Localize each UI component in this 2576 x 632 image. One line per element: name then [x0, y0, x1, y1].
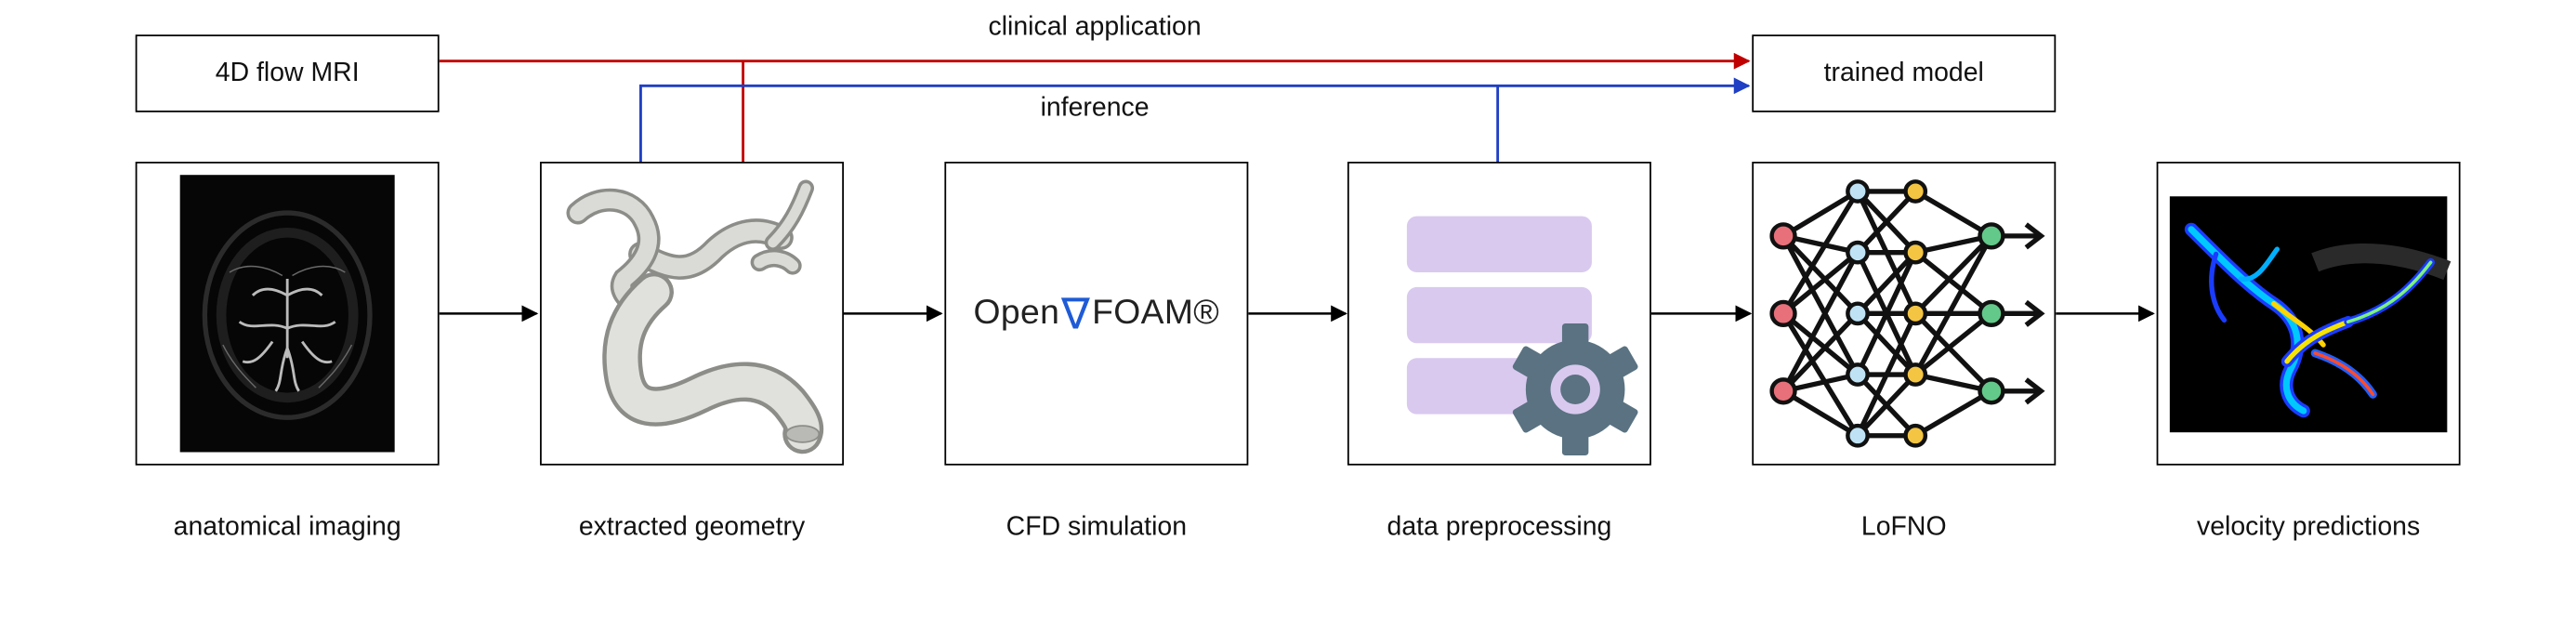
node-4d-flow-mri-label: 4D flow MRI: [215, 59, 360, 87]
stage-anatomical-imaging: [135, 161, 440, 466]
stage-data-preprocessing: [1347, 161, 1651, 466]
stage-velocity-predictions: [2156, 161, 2461, 466]
openfoam-logo: Open∇FOAM®: [946, 164, 1246, 464]
openfoam-open-text: Open: [973, 294, 1060, 332]
stage-lofno: [1752, 161, 2057, 466]
inference-arrow: [639, 77, 1751, 162]
openfoam-foam-text: FOAM®: [1092, 294, 1220, 332]
stage-cfd-simulation: Open∇FOAM®: [944, 161, 1249, 466]
stage-label-anatomical-imaging: anatomical imaging: [173, 513, 401, 542]
mri-scan-image: [179, 175, 395, 453]
vessel-geometry-image: [566, 179, 824, 454]
stage-label-extracted-geometry: extracted geometry: [578, 513, 806, 542]
neural-network-icon: [1769, 179, 2045, 448]
database-gear-icon: [1406, 216, 1638, 456]
stage-extracted-geometry: [540, 161, 844, 466]
clinical-application-label: clinical application: [988, 13, 1202, 42]
velocity-field-image: [2169, 196, 2451, 433]
stage-label-data-preprocessing: data preprocessing: [1387, 513, 1612, 542]
stage-label-lofno: LoFNO: [1860, 513, 1947, 542]
stage-label-velocity-predictions: velocity predictions: [2196, 513, 2421, 542]
inference-label: inference: [1040, 94, 1150, 123]
node-trained-model-label: trained model: [1823, 59, 1984, 87]
stage-label-cfd-simulation: CFD simulation: [1005, 513, 1188, 542]
nabla-icon: ∇: [1061, 287, 1091, 338]
node-4d-flow-mri: 4D flow MRI: [135, 34, 440, 112]
node-trained-model: trained model: [1752, 34, 2057, 112]
